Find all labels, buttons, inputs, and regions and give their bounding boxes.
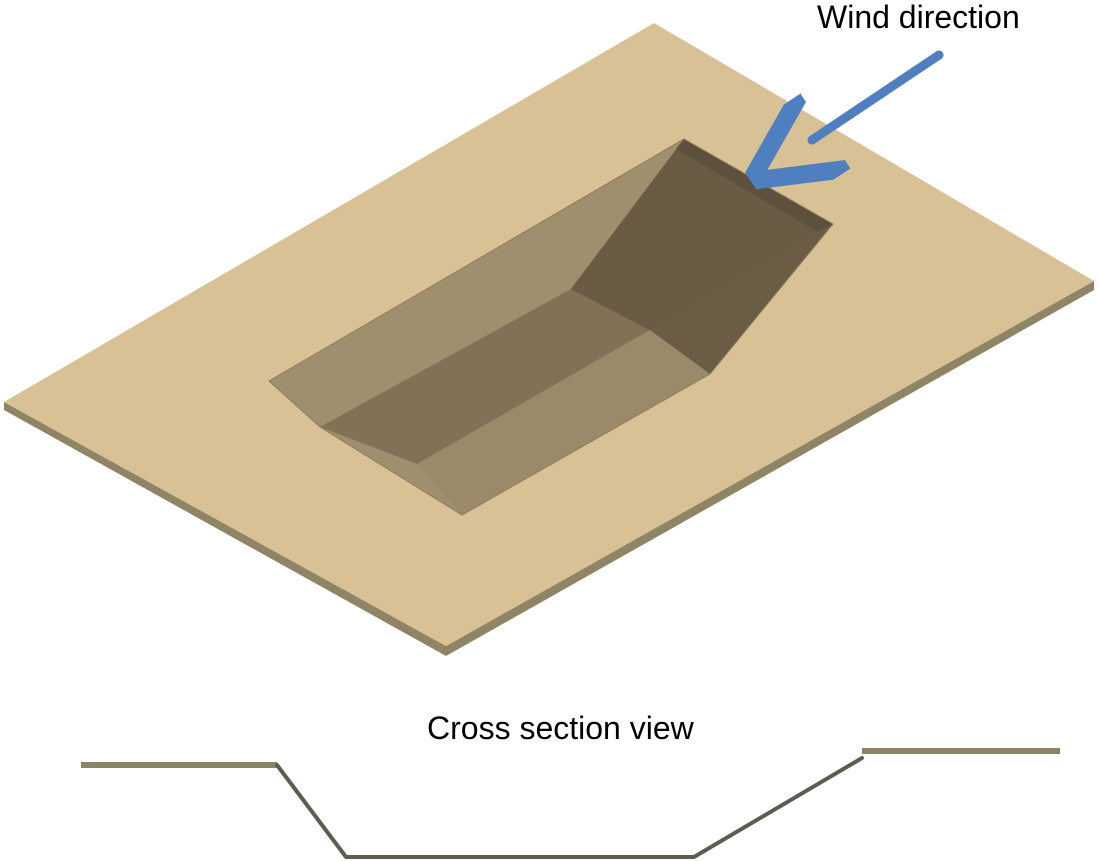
cross-section xyxy=(81,748,1060,859)
wind-direction-label: Wind direction xyxy=(817,0,1020,35)
pit-floor-right xyxy=(417,330,710,515)
wind-arrow xyxy=(812,50,944,140)
cross-section-label: Cross section view xyxy=(427,710,694,746)
cross-section-profile xyxy=(275,756,864,859)
pit-ridge xyxy=(268,138,834,516)
pit-floor-left xyxy=(320,289,650,464)
ground-side-right xyxy=(446,281,1094,656)
ground-side-front xyxy=(4,402,446,656)
